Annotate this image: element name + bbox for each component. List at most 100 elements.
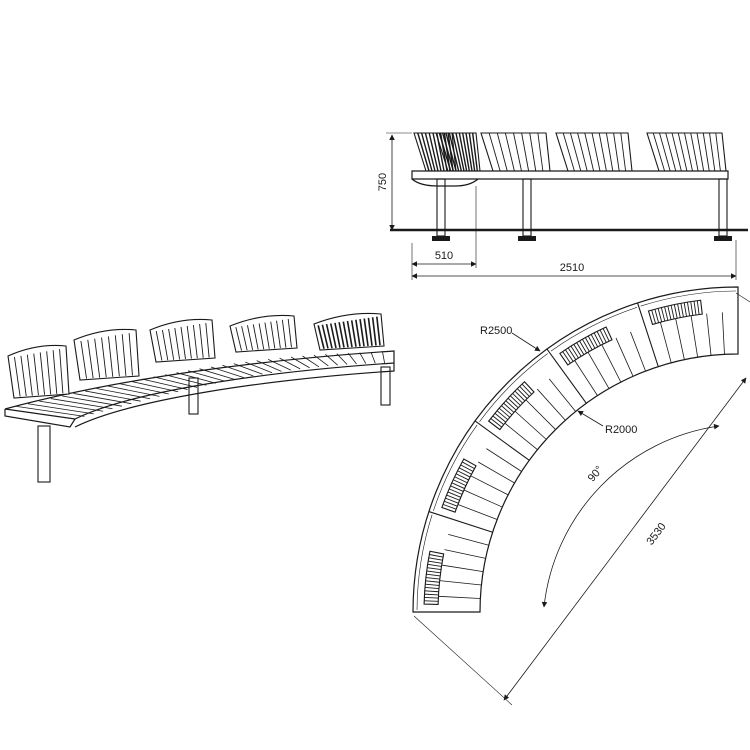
perspective-seat-slat: [27, 403, 94, 415]
dimension-outer-radius-label: R2500: [480, 325, 512, 337]
plan-backrest-frame: [647, 299, 703, 326]
plan-backrest-slat: [427, 563, 442, 567]
perspective-backrest-slat: [371, 317, 377, 346]
plan-backrest-slat: [425, 583, 440, 586]
perspective-backrest-slat: [281, 319, 287, 348]
plan-outer-ledge: [433, 424, 478, 511]
elevation-backrest-slat: [504, 132, 515, 172]
perspective-backrest: [73, 328, 140, 381]
perspective-backrest-slat: [321, 324, 329, 349]
plan-backrest-slat: [602, 328, 610, 342]
elevation-backrest-slat: [432, 132, 442, 172]
elevation-backrest: [555, 132, 633, 172]
perspective-seat-slat: [302, 355, 320, 368]
plan-segment-divider: [637, 302, 659, 367]
perspective-backrest-slat: [363, 318, 369, 347]
elevation-backrests: [413, 132, 727, 172]
plan-seat-slat: [457, 504, 498, 520]
elevation-backrest-slat: [569, 132, 582, 172]
perspective-backrest-slat: [101, 337, 107, 378]
perspective-backrest-slat: [46, 351, 52, 395]
elevation-backrest: [435, 132, 481, 172]
elevation-backrest-slat: [458, 132, 468, 172]
plan-backrest-slat: [424, 600, 439, 602]
plan-backrest-slat: [444, 500, 458, 507]
perspective-backrest-slat: [59, 349, 64, 394]
plan-backrest-slat: [448, 488, 463, 495]
elevation-backrest-slat: [598, 132, 607, 172]
plan-backrest-slat: [562, 351, 571, 364]
plan-outer-ledge: [550, 307, 637, 352]
plan-backrest-slat: [427, 567, 442, 571]
plan-segment-divider: [428, 511, 493, 533]
plan-backrest-slat: [445, 497, 459, 504]
dimension-outer-radius: R2500: [480, 325, 541, 352]
perspective-backrest-slat: [346, 320, 353, 348]
elevation-backrest-slat: [684, 132, 693, 172]
plan-backrest-slat: [447, 491, 461, 498]
plan-segment: [637, 290, 736, 367]
perspective-backrest-slat: [252, 324, 259, 350]
plan-backrest-slat: [664, 306, 669, 321]
dimension-chord-label: 3530: [644, 521, 668, 548]
plan-backrest-slat: [426, 570, 441, 574]
perspective-backrest-slat: [33, 353, 39, 396]
perspective-backrest-slat: [174, 327, 181, 360]
plan-backrest-slat: [686, 302, 691, 316]
perspective-backrest-slat: [26, 354, 33, 396]
perspective-backrest-slat: [20, 355, 27, 397]
perspective-backrest-slat: [367, 317, 373, 346]
perspective-backrest-slat: [94, 338, 101, 378]
elevation-backrest-slat: [513, 132, 522, 172]
perspective-backrest-slat: [192, 324, 198, 359]
plan-backrest-slat: [453, 479, 467, 487]
plan-backrest-slat: [454, 476, 468, 484]
plan-backrest-slat: [599, 329, 607, 343]
dimension-inner-radius: R2000: [577, 410, 637, 436]
plan-seat-slat: [587, 351, 610, 389]
plan-seat-slat: [463, 489, 503, 508]
plan-backrest-slat: [424, 590, 439, 593]
plan-backrest-slat: [565, 349, 574, 362]
plan-backrest-slat: [429, 554, 444, 558]
perspective-backrest-frame: [229, 314, 298, 353]
perspective-seat-slat: [256, 360, 282, 372]
plan-backrest-slat: [660, 307, 666, 322]
plan-seat-slat: [630, 331, 646, 372]
plan-backrest-slat: [426, 573, 441, 577]
perspective-backrest-slat: [287, 318, 292, 348]
perspective-leg: [380, 366, 391, 406]
dimension-height-label: 750: [377, 173, 389, 191]
plan-backrest-slat: [446, 494, 460, 501]
elevation-backrest-slat: [620, 132, 627, 172]
plan-backrest-slat: [570, 345, 579, 359]
plan-backrest-slat: [490, 418, 503, 428]
dimension-angle: 90°: [541, 423, 720, 608]
elevation-backrest-slat: [605, 132, 614, 172]
elevation-backrest-frame: [480, 132, 551, 172]
perspective-backrest-slat: [107, 336, 114, 377]
perspective-seat-slat: [290, 356, 310, 369]
perspective-backrest-slat: [334, 322, 341, 348]
plan-backrest-slat: [657, 308, 663, 322]
plan-seat-slat: [721, 312, 725, 355]
plan-seat-slat: [444, 549, 486, 559]
perspective-backrest-slat: [329, 323, 337, 349]
perspective-seat-slat: [96, 388, 151, 400]
plan-seat-slat: [574, 360, 598, 396]
perspective-seat-slat: [119, 383, 169, 395]
perspective-legs: [37, 366, 391, 483]
perspective-seat-slat: [73, 393, 132, 405]
elevation-backrest-slat: [424, 132, 436, 172]
perspective-backrest-slat: [121, 334, 127, 376]
plan-backrest-slat: [690, 301, 694, 316]
perspective-backrest-slat: [87, 339, 94, 379]
plan-backrest-slat: [590, 334, 599, 348]
plan-seat-slat: [615, 337, 634, 377]
plan-backrest-slat: [573, 344, 582, 357]
elevation-leg: [436, 178, 446, 237]
plan-backrest-slat: [693, 301, 697, 316]
perspective-leg: [37, 425, 51, 483]
perspective-backrest-slat: [264, 322, 270, 349]
perspective-backrest: [149, 318, 216, 363]
